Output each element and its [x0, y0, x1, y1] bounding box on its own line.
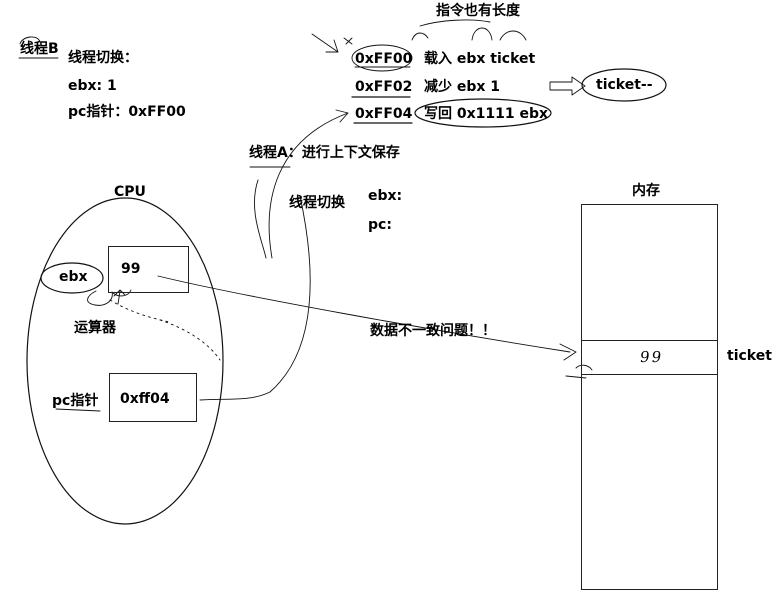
memory-ticket-value: 99 — [638, 348, 665, 366]
pc-register-value: 0xff04 — [120, 391, 170, 407]
thread-b-pc: pc指针：0xFF00 — [68, 104, 186, 120]
ebx-label: ebx — [59, 269, 88, 285]
thread-b-switch-label: 线程切换： — [68, 50, 138, 66]
memory-ticket-label: ticket — [727, 348, 772, 364]
thread-a-pc: pc: — [368, 217, 392, 233]
ebx-register-value: 99 — [121, 261, 141, 277]
thread-a-ebx: ebx: — [368, 188, 403, 204]
memory-block — [581, 204, 718, 590]
alu-label: 运算器 — [74, 320, 116, 336]
cpu-ellipse — [26, 197, 224, 525]
ebx-circle — [40, 262, 104, 294]
instruction-addr-ff00: 0xFF00 — [355, 51, 413, 67]
thread-b-title: 线程B — [20, 41, 59, 57]
memory-title: 内存 — [632, 183, 660, 199]
ebx-register-box: 99 — [108, 246, 189, 293]
alu-squiggle — [87, 289, 132, 306]
ticket-decrement-label: ticket-- — [596, 77, 653, 93]
ticket-dec-circle — [581, 68, 667, 102]
instruction-op-decrement: 减少 ebx 1 — [424, 79, 501, 95]
instruction-addr-ff02: 0xFF02 — [355, 79, 413, 95]
thread-a-title: 线程A：进行上下文保存 — [249, 145, 400, 161]
pc-register-box: 0xff04 — [109, 373, 197, 422]
memory-ticket-cell: 99 — [581, 340, 718, 375]
instruction-op-load: 载入 ebx ticket — [424, 51, 536, 67]
cpu-title: CPU — [114, 184, 146, 200]
problem-note: 数据不一致问题！！ — [370, 323, 496, 339]
thread-b-ebx: ebx: 1 — [68, 78, 117, 94]
instruction-addr-ff04: 0xFF04 — [355, 106, 413, 122]
thread-a-switch-label: 线程切换 — [289, 195, 345, 211]
hollow-arrow — [549, 76, 586, 96]
alu-up-arrow — [113, 289, 126, 305]
instruction-op-writeback: 写回 0x1111 ebx — [424, 106, 549, 122]
instruction-length-note: 指令也有长度 — [436, 3, 520, 19]
pc-label: pc指针 — [52, 393, 99, 409]
